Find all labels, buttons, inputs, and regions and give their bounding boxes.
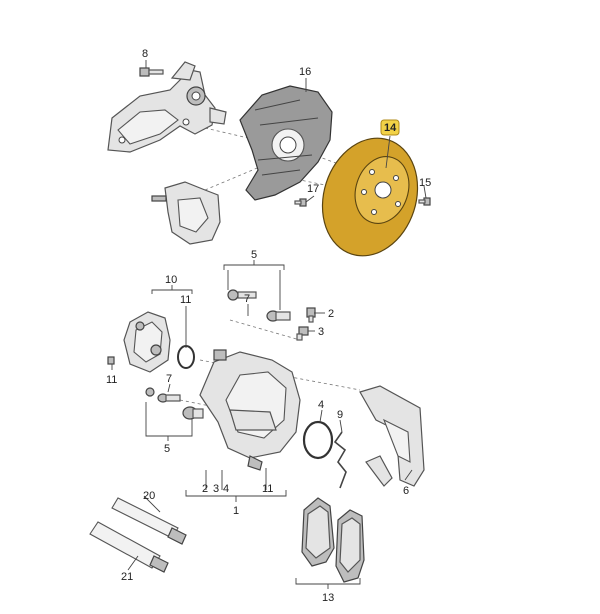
callout-2-bottom: 2: [202, 483, 208, 495]
callout-15: 15: [419, 177, 431, 189]
bleeder-valve: [306, 307, 316, 323]
callout-13: 13: [322, 592, 334, 604]
callout-7-mid: 7: [166, 373, 172, 385]
callout-7-top: 7: [244, 293, 250, 305]
grease-tube-20: [111, 497, 187, 545]
callout-14-highlight: 14: [380, 119, 400, 136]
callout-2: 2: [328, 308, 334, 320]
bolt-8: [139, 67, 164, 77]
wheel-bearing-housing: [107, 61, 227, 153]
callout-17: 17: [307, 183, 319, 195]
grease-tube-21: [89, 521, 169, 573]
caliper-carrier-6: [359, 385, 425, 487]
callout-4: 4: [318, 399, 324, 411]
brake-pad-right: [335, 509, 365, 583]
callout-5-bottom: 5: [164, 443, 170, 455]
callout-5-top: 5: [251, 249, 257, 261]
callout-9: 9: [337, 409, 343, 421]
callout-16: 16: [299, 66, 311, 78]
group-brackets: [145, 260, 361, 589]
parking-brake-motor: [123, 311, 171, 373]
callout-10: 10: [165, 274, 177, 286]
screw-17: [294, 198, 307, 207]
callout-11-left: 11: [106, 374, 117, 386]
callout-3-right: 3: [318, 326, 324, 338]
leader-lines: [111, 60, 427, 571]
callout-11-bottom: 11: [262, 483, 273, 495]
spring-clip-9: [333, 431, 347, 489]
o-ring-11: [177, 345, 195, 369]
splash-shield: [239, 85, 333, 201]
callout-8: 8: [142, 48, 148, 60]
guide-pin-set-bottom: [145, 387, 204, 420]
brake-pad-left: [301, 497, 335, 567]
callout-1: 1: [233, 505, 239, 517]
piston-seal-4: [302, 420, 334, 460]
caliper-small-upper: [151, 181, 221, 245]
callout-20: 20: [143, 490, 155, 502]
bleeder-cap: [296, 326, 309, 341]
callout-labels: 8 16 14 17 15 5 10 11 7 2 3 11 7 5 4 9 6…: [106, 48, 431, 604]
brake-disc: [321, 137, 419, 257]
guide-pin-set-top: [227, 289, 291, 322]
screw-15: [418, 197, 431, 206]
callout-6: 6: [403, 485, 409, 497]
caliper-housing: [199, 349, 301, 471]
callout-4-bottom: 4: [223, 483, 229, 495]
callout-3-bottom: 3: [213, 483, 219, 495]
callout-14: 14: [384, 122, 397, 134]
callout-11-top: 11: [180, 294, 191, 306]
callout-21: 21: [121, 571, 133, 583]
bolt-11-left: [107, 356, 115, 365]
